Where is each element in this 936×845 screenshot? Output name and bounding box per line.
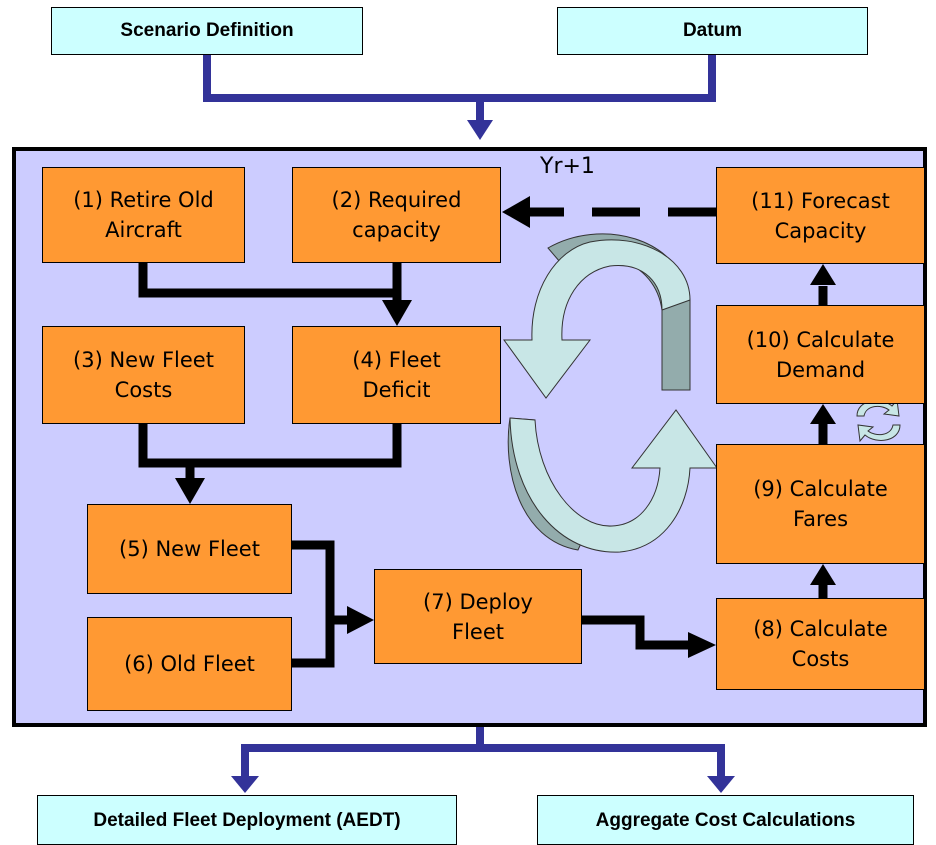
year-increment-label: Yr+1 bbox=[540, 154, 595, 179]
output-connector-arrowhead-right bbox=[707, 776, 735, 793]
node-calculate-costs: (8) Calculate Costs bbox=[716, 598, 925, 690]
arrow-7-head bbox=[347, 606, 374, 634]
arrow-10-head bbox=[810, 404, 836, 424]
node-deploy-fleet: (7) Deploy Fleet bbox=[374, 569, 582, 664]
arrow-11-head bbox=[810, 264, 836, 285]
scenario-definition-label: Scenario Definition bbox=[120, 20, 294, 41]
node-old-fleet: (6) Old Fleet bbox=[87, 617, 292, 711]
output-connector bbox=[241, 727, 725, 778]
node-calculate-fares: (9) Calculate Fares bbox=[716, 444, 925, 564]
arrow-3-to-5 bbox=[138, 424, 402, 468]
datum-label: Datum bbox=[682, 20, 743, 41]
node-calculate-demand: (10) Calculate Demand bbox=[716, 305, 925, 404]
aggregate-cost-calculations-box: Aggregate Cost Calculations bbox=[537, 795, 914, 845]
arrow-9-head bbox=[810, 564, 836, 585]
arrow-7-to-8 bbox=[582, 615, 688, 650]
input-connector bbox=[203, 55, 716, 122]
node-fleet-deficit: (4) Fleet Deficit bbox=[292, 326, 501, 424]
datum-box: Datum bbox=[557, 7, 868, 55]
input-connector-arrowhead bbox=[467, 120, 493, 140]
detailed-fleet-deployment-label: Detailed Fleet Deployment (AEDT) bbox=[93, 810, 401, 831]
aggregate-cost-calculations-label: Aggregate Cost Calculations bbox=[595, 810, 856, 831]
node-forecast-capacity: (11) Forecast Capacity bbox=[716, 167, 925, 264]
node-new-fleet: (5) New Fleet bbox=[87, 504, 292, 594]
scenario-definition-box: Scenario Definition bbox=[51, 7, 363, 55]
arrow-8-head bbox=[688, 632, 716, 658]
arrow-1-to-4 bbox=[138, 263, 397, 298]
arrow-5-to-7 bbox=[292, 540, 350, 625]
output-connector-arrowhead-left bbox=[231, 776, 259, 793]
cycle-arrows bbox=[503, 233, 718, 553]
arrow-6-to-7 bbox=[292, 620, 335, 668]
refresh-icon bbox=[856, 398, 901, 443]
arrow-4-head bbox=[382, 300, 412, 326]
dashed-arrow-head bbox=[502, 196, 530, 228]
detailed-fleet-deployment-box: Detailed Fleet Deployment (AEDT) bbox=[37, 795, 457, 845]
node-new-fleet-costs: (3) New Fleet Costs bbox=[42, 326, 245, 424]
arrow-5-head bbox=[175, 478, 205, 504]
node-retire-old-aircraft: (1) Retire Old Aircraft bbox=[42, 167, 245, 263]
node-required-capacity: (2) Required capacity bbox=[292, 167, 501, 263]
